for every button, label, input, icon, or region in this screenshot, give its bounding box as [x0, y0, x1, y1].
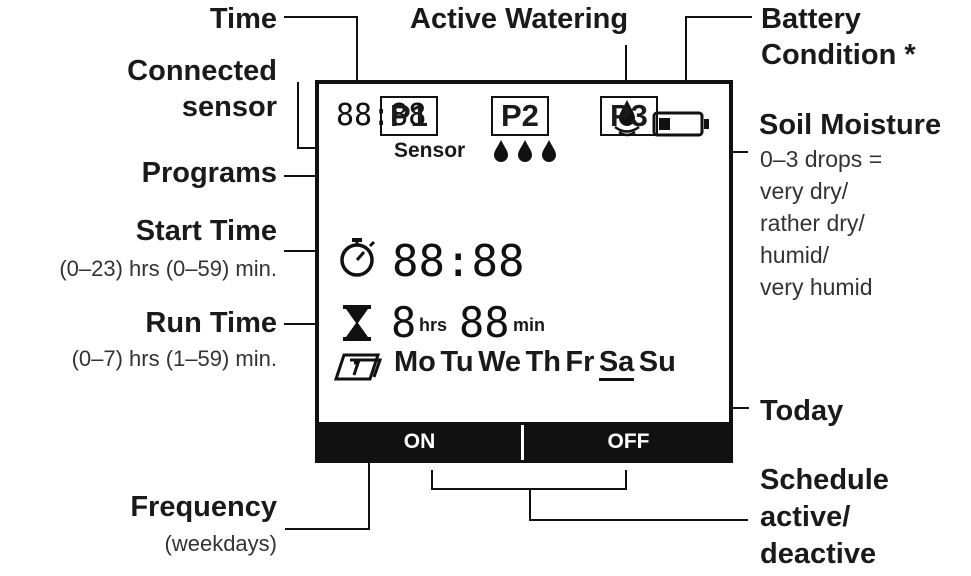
stopwatch-icon [340, 238, 376, 277]
label-schedule-1: Schedule [760, 464, 889, 496]
schedule-bar: ON OFF [315, 422, 733, 463]
label-schedule-2: active/ [760, 501, 851, 533]
label-schedule-3: deactive [760, 538, 877, 570]
label-start-time: Start Time [135, 215, 277, 247]
off-button[interactable]: OFF [607, 430, 650, 453]
program-p1: P1 [380, 96, 438, 136]
run-hours-display: 8 [391, 298, 417, 347]
day-th: Th [525, 346, 561, 378]
run-minutes-display: 88 [459, 298, 510, 347]
soil-desc-line: very dry/ [760, 178, 849, 204]
program-p3: P3 [600, 96, 658, 136]
soil-desc-line: humid/ [760, 242, 830, 268]
sensor-label: Sensor [394, 139, 466, 162]
day-fr: Fr [565, 346, 595, 378]
program-p2: P2 [491, 96, 549, 136]
label-connected-sensor-1: Connected [127, 55, 277, 87]
min-unit: min [513, 315, 546, 335]
label-today: Today [760, 395, 844, 427]
soil-desc-line: 0–3 drops = [760, 146, 883, 172]
run-time-range: (0–7) hrs (1–59) min. [71, 346, 277, 371]
day-mo: Mo [394, 346, 436, 378]
label-time: Time [209, 3, 277, 35]
label-active-watering: Active Watering [410, 3, 629, 35]
label-run-time: Run Time [145, 307, 277, 339]
bar-divider [521, 425, 524, 460]
start-time-range: (0–23) hrs (0–59) min. [59, 256, 277, 281]
battery-low-icon [652, 111, 709, 137]
day-we: We [478, 346, 522, 378]
label-connected-sensor-2: sensor [181, 91, 277, 123]
label-frequency: Frequency [130, 491, 277, 523]
start-time-display: 88:88 [392, 236, 525, 287]
moisture-drops-icon [494, 140, 556, 162]
label-battery-1: Battery [761, 3, 861, 35]
label-soil-moisture: Soil Moisture [759, 109, 942, 141]
hrs-unit: hrs [419, 315, 448, 335]
day-sa: Sa [598, 346, 635, 381]
on-button[interactable]: ON [403, 430, 436, 453]
day-su: Su [638, 346, 676, 378]
soil-desc-line: very humid [760, 274, 873, 300]
weekday-row: Mo Tu We Th Fr Sa Su [394, 346, 676, 381]
frequency-sub: (weekdays) [164, 531, 277, 556]
soil-desc-line: rather dry/ [760, 210, 865, 236]
calendar-icon [334, 353, 382, 381]
day-tu: Tu [440, 346, 474, 378]
label-battery-2: Condition * [761, 39, 916, 71]
hourglass-icon [343, 305, 371, 341]
soil-desc: 0–3 drops = very dry/ rather dry/ humid/… [760, 143, 882, 303]
label-programs: Programs [141, 157, 277, 189]
